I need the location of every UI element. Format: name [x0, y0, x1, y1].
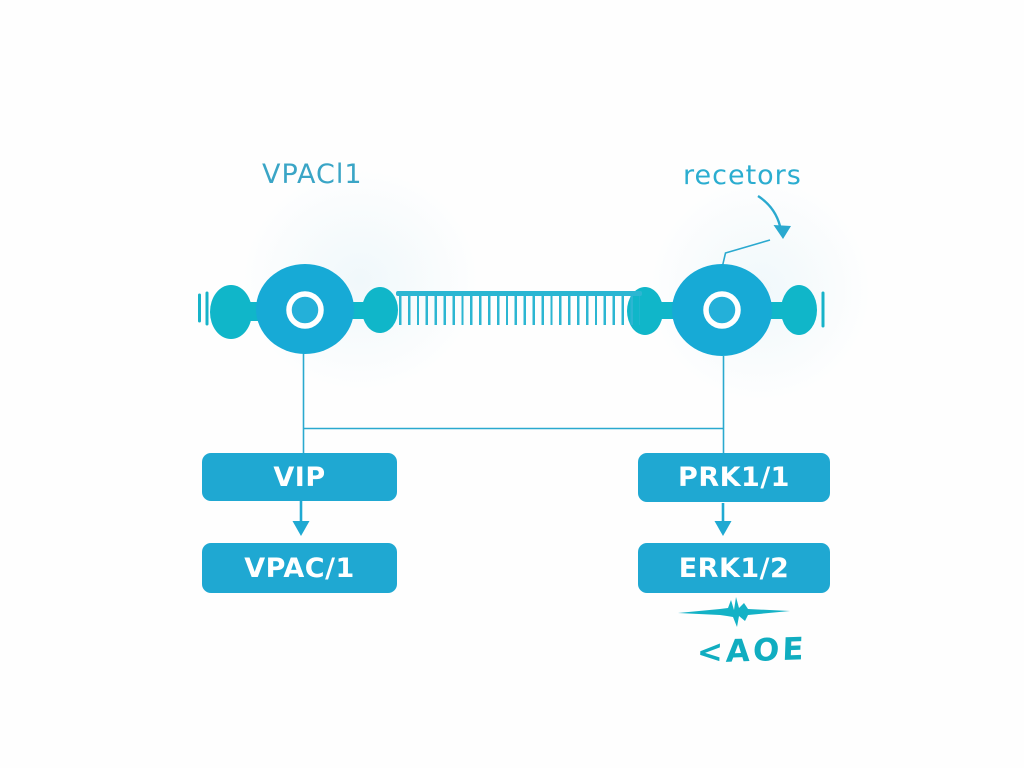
curved-pointer-head — [773, 225, 791, 239]
curved-pointer-arrow — [757, 194, 791, 239]
node-prk11-label: PRK1/1 — [678, 462, 790, 493]
membrane-edge-ticks — [198, 291, 825, 328]
receptor-icon-right — [627, 264, 817, 356]
membrane-teeth — [399, 295, 640, 325]
node-erk12-label: ERK1/2 — [678, 552, 790, 584]
membrane-bar — [396, 291, 642, 296]
down-arrow-right-head — [714, 521, 732, 536]
receptor-callout-line — [721, 239, 771, 269]
down-arrow-right — [714, 503, 732, 536]
curved-pointer-shaft — [757, 194, 782, 227]
label-vpac1-receptor: VPACl1 — [262, 159, 363, 190]
background-glow-left — [200, 130, 520, 430]
right-receptor-lobe-right — [781, 285, 817, 335]
node-vpac1-label: VPAC/1 — [244, 552, 355, 584]
connector-lines — [302, 239, 771, 453]
handwritten-annotation: <AOE — [696, 631, 808, 671]
receptor-icon-left — [210, 264, 398, 354]
node-erk12: ERK1/2 — [638, 543, 830, 593]
node-vip: VIP — [202, 453, 397, 501]
node-vip-label: VIP — [273, 461, 326, 493]
down-arrow-left — [292, 501, 310, 536]
left-receptor-lobe-right — [362, 287, 398, 333]
right-receptor-ring — [703, 291, 741, 329]
node-prk11: PRK1/1 — [638, 453, 830, 502]
label-receptors: recetors — [683, 160, 802, 191]
left-receptor-lobe-left — [210, 285, 252, 339]
left-receptor-ring — [286, 291, 324, 329]
node-vpac1: VPAC/1 — [202, 543, 397, 593]
spiky-strike-arrow-shape — [678, 597, 790, 627]
spiky-strike-arrow — [678, 597, 790, 627]
down-arrow-left-head — [292, 521, 310, 536]
